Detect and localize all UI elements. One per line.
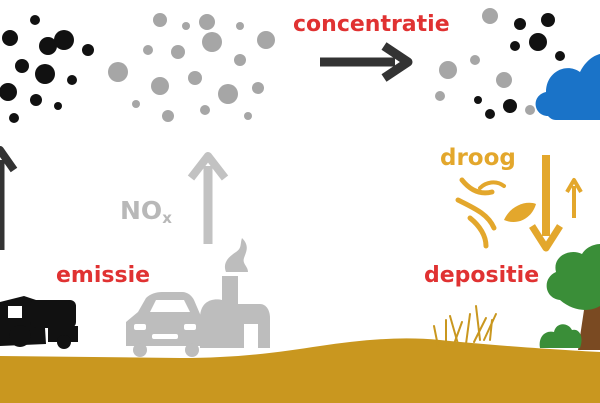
label-concentratie: concentratie — [293, 12, 450, 37]
grass-icon — [433, 305, 497, 347]
label-nox-main: NO — [120, 196, 163, 225]
nox-arrow — [187, 152, 229, 244]
car-windshield — [150, 300, 190, 312]
label-nox: NOx — [120, 198, 172, 226]
ground — [0, 338, 600, 403]
label-nox-sub: x — [162, 209, 172, 227]
label-emissie: emissie — [56, 263, 151, 288]
tree-icon — [539, 244, 600, 350]
tractor-icon — [0, 296, 78, 349]
dry-resuspension-arrow-up — [565, 178, 583, 218]
factory-door — [244, 324, 258, 348]
dry-deposition-arrow-down — [529, 155, 563, 252]
particles-middle-grey — [108, 13, 275, 122]
label-droog: droog — [440, 145, 516, 171]
cloud-icon — [535, 54, 600, 120]
car-headlights — [134, 324, 196, 339]
label-depositie: depositie — [424, 263, 540, 288]
tractor-window — [8, 306, 22, 318]
factory-smoke — [224, 238, 248, 272]
emission-arrow-left — [0, 146, 18, 250]
particles-left-black — [0, 15, 94, 123]
concentratie-arrow — [320, 42, 413, 82]
leaf-icon — [504, 202, 536, 223]
factory-icon — [200, 276, 270, 348]
wind-leaves-icon — [455, 177, 506, 249]
